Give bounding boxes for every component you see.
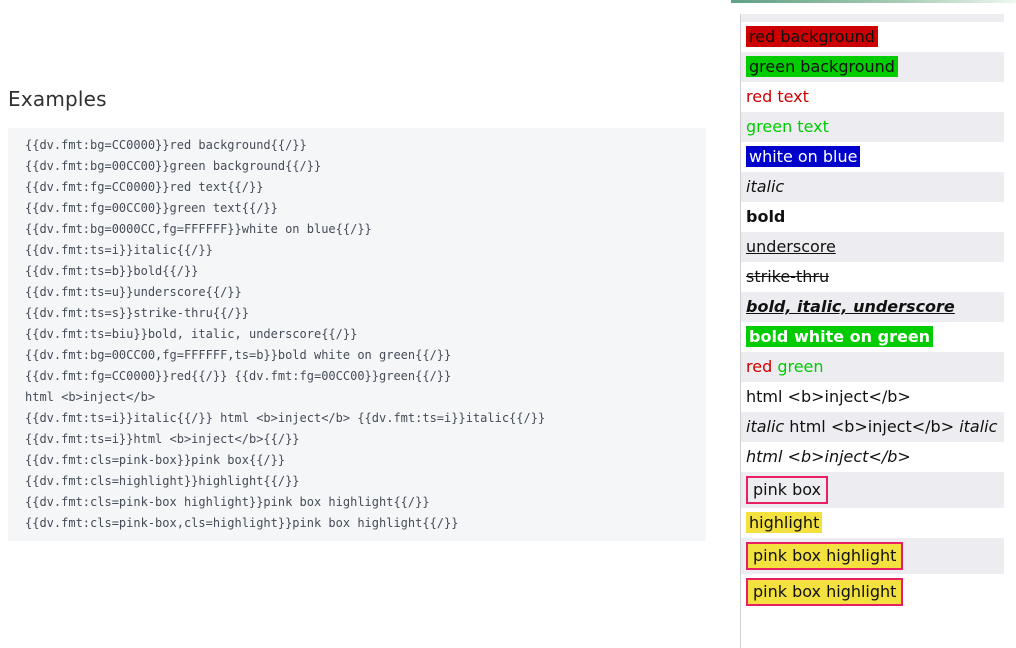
output-row: red green xyxy=(741,352,1004,382)
code-line: {{dv.fmt:bg=CC0000}}red background{{/}} xyxy=(25,138,307,152)
output-row: pink box highlight xyxy=(741,538,1004,574)
output-row: strike-thru xyxy=(741,262,1004,292)
formatted-text: italic xyxy=(746,177,785,196)
formatted-text: white on blue xyxy=(746,146,861,167)
output-row: pink box highlight xyxy=(741,574,1004,610)
code-line: {{dv.fmt:ts=i}}italic{{/}} html <b>injec… xyxy=(25,411,546,425)
code-line: {{dv.fmt:fg=CC0000}}red text{{/}} xyxy=(25,180,264,194)
code-line: html <b>inject</b> xyxy=(25,390,156,404)
code-line: {{dv.fmt:bg=00CC00,fg=FFFFFF,ts=b}}bold … xyxy=(25,348,452,362)
code-line: {{dv.fmt:fg=CC0000}}red{{/}} {{dv.fmt:fg… xyxy=(25,369,452,383)
formatted-text: green xyxy=(777,357,824,376)
output-row: red text xyxy=(741,82,1004,112)
formatted-text: html <b>inject</b> xyxy=(784,417,960,436)
formatted-text: bold xyxy=(746,207,786,226)
formatted-text: italic xyxy=(959,417,998,436)
output-row: html <b>inject</b> xyxy=(741,382,1004,412)
rendered-output-panel: red background green background red text gr… xyxy=(741,14,1004,610)
panel-left-border xyxy=(740,14,741,648)
code-line: {{dv.fmt:bg=00CC00}}green background{{/}… xyxy=(25,159,322,173)
panel-top-accent-bar xyxy=(731,0,1016,3)
formatted-text: pink box highlight xyxy=(746,542,904,570)
formatted-text: html <b>inject</b> xyxy=(746,387,911,406)
output-row: bold xyxy=(741,202,1004,232)
formatted-text: red xyxy=(746,357,773,376)
code-line: {{dv.fmt:cls=pink-box,cls=highlight}}pin… xyxy=(25,516,459,530)
output-row: green text xyxy=(741,112,1004,142)
output-row: red background xyxy=(741,22,1004,52)
code-line: {{dv.fmt:cls=pink-box}}pink box{{/}} xyxy=(25,453,286,467)
page-title: Examples xyxy=(8,86,107,111)
code-line: {{dv.fmt:bg=0000CC,fg=FFFFFF}}white on b… xyxy=(25,222,372,236)
code-line: {{dv.fmt:ts=i}}html <b>inject</b>{{/}} xyxy=(25,432,300,446)
code-example-block: {{dv.fmt:bg=CC0000}}red background{{/}} {… xyxy=(8,128,706,541)
formatted-text: green background xyxy=(746,56,898,77)
formatted-text: underscore xyxy=(746,237,836,256)
formatted-text: bold, italic, underscore xyxy=(746,297,955,316)
output-row: italic xyxy=(741,172,1004,202)
output-row: html <b>inject</b> xyxy=(741,442,1004,472)
formatted-text: highlight xyxy=(746,512,823,533)
output-row: pink box xyxy=(741,472,1004,508)
output-row: green background xyxy=(741,52,1004,82)
code-line: {{dv.fmt:ts=b}}bold{{/}} xyxy=(25,264,199,278)
code-line: {{dv.fmt:cls=highlight}}highlight{{/}} xyxy=(25,474,300,488)
code-line: {{dv.fmt:ts=u}}underscore{{/}} xyxy=(25,285,242,299)
code-line: {{dv.fmt:ts=s}}strike-thru{{/}} xyxy=(25,306,249,320)
output-row: highlight xyxy=(741,508,1004,538)
formatted-text: strike-thru xyxy=(746,267,830,286)
output-spacer-row xyxy=(741,14,1004,22)
output-row: bold, italic, underscore xyxy=(741,292,1004,322)
formatted-text: red text xyxy=(746,87,809,106)
formatted-text: pink box highlight xyxy=(746,578,904,606)
output-row: underscore xyxy=(741,232,1004,262)
formatted-text: bold white on green xyxy=(746,326,934,347)
output-row: bold white on green xyxy=(741,322,1004,352)
code-line: {{dv.fmt:ts=biu}}bold, italic, underscor… xyxy=(25,327,358,341)
output-row: white on blue xyxy=(741,142,1004,172)
formatted-text: red background xyxy=(746,26,878,47)
formatted-text: italic xyxy=(746,417,785,436)
formatted-text: pink box xyxy=(746,476,829,504)
formatted-text: html <b>inject</b> xyxy=(746,447,911,466)
formatted-text: green text xyxy=(746,117,829,136)
code-line: {{dv.fmt:fg=00CC00}}green text{{/}} xyxy=(25,201,278,215)
code-line: {{dv.fmt:ts=i}}italic{{/}} xyxy=(25,243,213,257)
code-line: {{dv.fmt:cls=pink-box highlight}}pink bo… xyxy=(25,495,430,509)
output-row: italic html <b>inject</b> italic xyxy=(741,412,1004,442)
